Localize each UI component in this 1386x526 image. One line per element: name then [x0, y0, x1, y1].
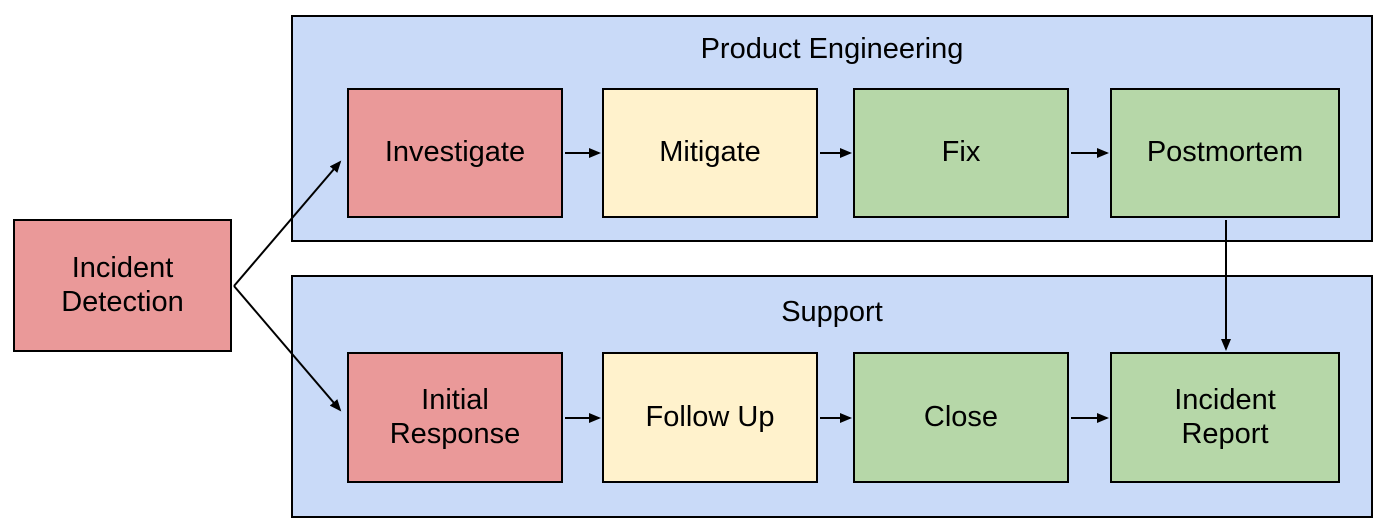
node-incident-report: Incident Report — [1110, 352, 1340, 483]
node-postmortem: Postmortem — [1110, 88, 1340, 218]
node-close: Close — [853, 352, 1069, 483]
node-fix: Fix — [853, 88, 1069, 218]
node-incident-detection: Incident Detection — [13, 219, 232, 352]
node-investigate: Investigate — [347, 88, 563, 218]
node-mitigate: Mitigate — [602, 88, 818, 218]
node-initial-response: Initial Response — [347, 352, 563, 483]
lane-title-support: Support — [781, 296, 883, 328]
node-follow-up: Follow Up — [602, 352, 818, 483]
lane-title-product-engineering: Product Engineering — [700, 33, 964, 65]
